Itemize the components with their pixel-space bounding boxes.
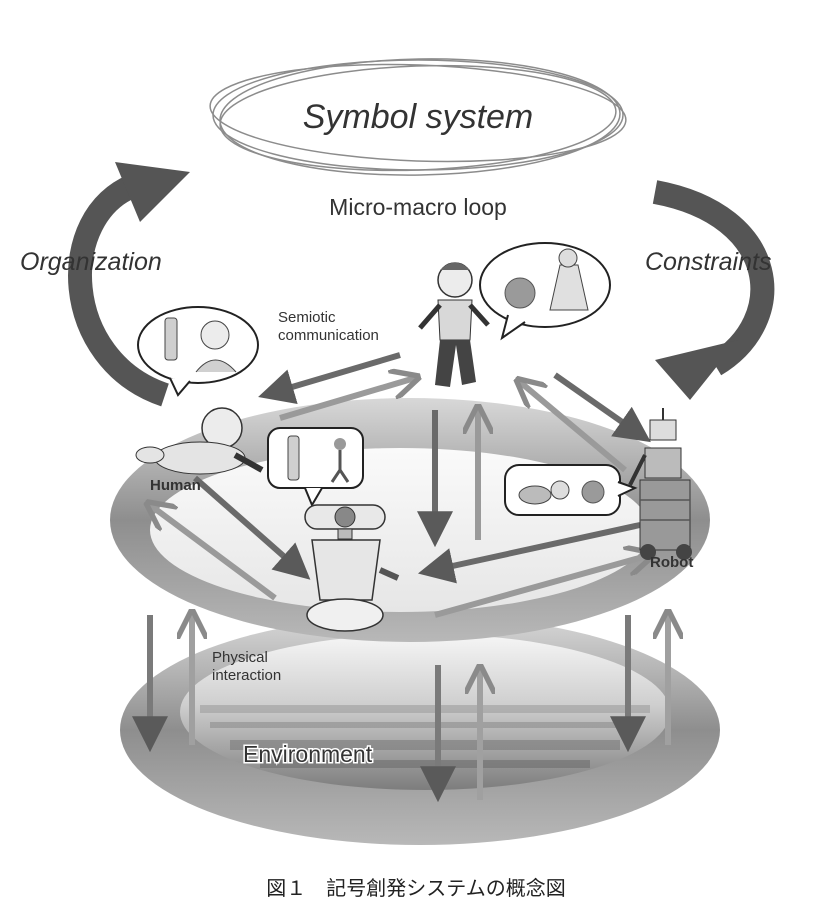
human-label: Human [150,477,201,494]
child-figure [418,262,490,387]
micro-macro-loop-label: Micro-macro loop [329,194,507,220]
environment-label: Environment [243,741,373,767]
organization-arrow [68,162,190,407]
environment-ring [120,615,720,845]
baby-figure [135,407,264,475]
semiotic-arrows [150,352,650,618]
ball-icon [504,277,536,309]
constraints-label: Constraints [645,248,771,276]
baby-icon [518,485,552,505]
agents-ring [110,398,710,642]
human-speech-bubble [137,306,259,397]
right-robot-speech-bubble [504,464,638,516]
physical-interaction-label: Physical interaction [212,649,281,684]
figure-caption: 図１ 記号創発システムの概念図 [266,876,565,900]
semiotic-communication-label: Semiotic communication [278,309,379,344]
child-speech-bubble [479,242,611,341]
woman-face-icon [200,320,230,350]
bottle-icon [164,317,178,361]
symbol-system-label: Symbol system [303,98,534,136]
physical-interaction-arrows [132,615,668,803]
toy-robot-icon [549,264,589,311]
right-robot-figure [628,408,692,560]
center-robot-figure [304,504,400,632]
center-robot-speech-bubble [267,427,364,508]
symbol-system [209,58,627,176]
constraints-arrow [652,180,775,400]
robot-label: Robot [650,554,693,571]
city-texture [200,705,650,768]
organization-label: Organization [20,248,162,276]
